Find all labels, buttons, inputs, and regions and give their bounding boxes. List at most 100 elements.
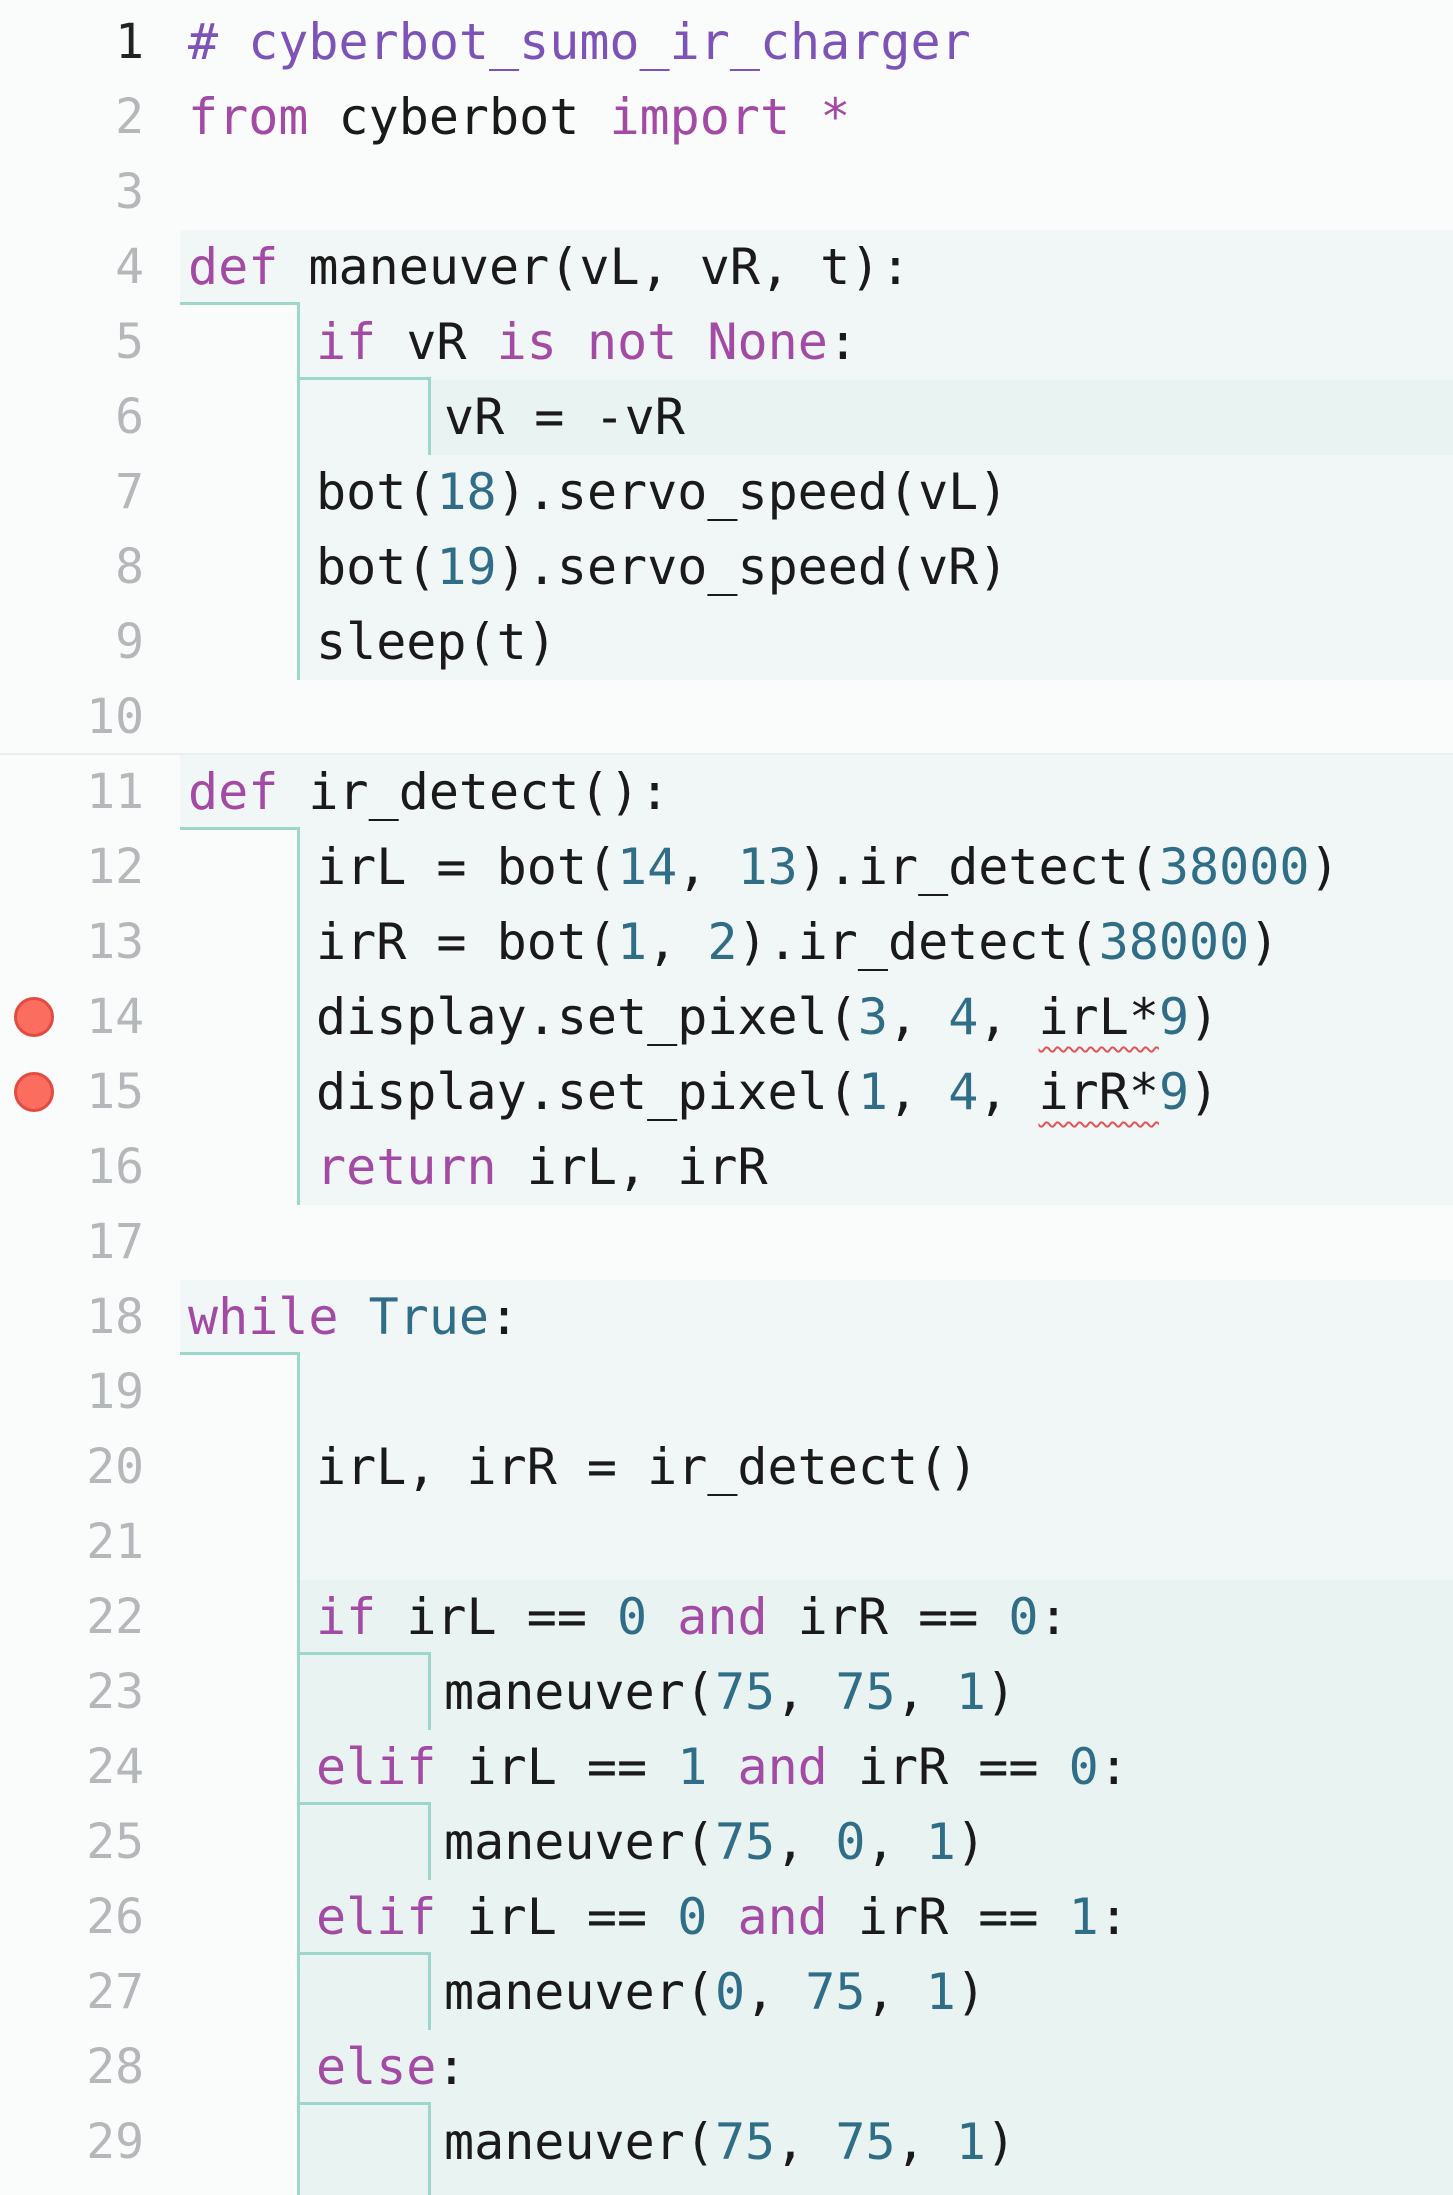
- line-number[interactable]: 13: [86, 914, 144, 970]
- line-number[interactable]: 4: [115, 239, 144, 295]
- line-number[interactable]: 10: [86, 689, 144, 745]
- line-number[interactable]: 1: [115, 14, 144, 70]
- line-number[interactable]: 6: [115, 389, 144, 445]
- code-text[interactable]: maneuver(75, 0, 1): [444, 1805, 986, 1880]
- keyword-token: not: [586, 313, 678, 371]
- code-line[interactable]: 7 bot(18).servo_speed(vL): [0, 455, 1453, 530]
- code-line[interactable]: 20 irL, irR = ir_detect(): [0, 1430, 1453, 1505]
- code-text[interactable]: return irL, irR: [316, 1130, 768, 1205]
- code-text[interactable]: def maneuver(vL, vR, t):: [188, 230, 910, 305]
- code-line[interactable]: 27 maneuver(0, 75, 1): [0, 1955, 1453, 2030]
- breakpoint-marker[interactable]: [14, 997, 54, 1037]
- line-number[interactable]: 24: [86, 1739, 144, 1795]
- line-number[interactable]: 25: [86, 1814, 144, 1870]
- code-line[interactable]: 6 vR = -vR: [0, 380, 1453, 455]
- line-number[interactable]: 8: [115, 539, 144, 595]
- code-line[interactable]: 22 if irL == 0 and irR == 0:: [0, 1580, 1453, 1655]
- code-text[interactable]: while True:: [188, 1280, 519, 1355]
- code-line[interactable]: 12 irL = bot(14, 13).ir_detect(38000): [0, 830, 1453, 905]
- code-text[interactable]: maneuver(0, 75, 1): [444, 1955, 986, 2030]
- code-text[interactable]: irL, irR = ir_detect(): [316, 1430, 978, 1505]
- code-line[interactable]: 2 from cyberbot import *: [0, 80, 1453, 155]
- code-line[interactable]: 4 def maneuver(vL, vR, t):: [0, 230, 1453, 305]
- code-text[interactable]: maneuver(75, 75, 1): [444, 1655, 1016, 1730]
- line-number[interactable]: 28: [86, 2039, 144, 2095]
- code-text[interactable]: else:: [316, 2030, 467, 2105]
- code-line[interactable]: 26 elif irL == 0 and irR == 1:: [0, 1880, 1453, 1955]
- number-token: 1: [857, 1063, 888, 1121]
- code-line[interactable]: 13 irR = bot(1, 2).ir_detect(38000): [0, 905, 1453, 980]
- line-number[interactable]: 11: [86, 764, 144, 820]
- line-number[interactable]: 15: [86, 1064, 144, 1120]
- line-number[interactable]: 12: [86, 839, 144, 895]
- code-text[interactable]: elif irL == 1 and irR == 0:: [316, 1730, 1129, 1805]
- number-token: 0: [835, 1813, 866, 1871]
- keyword-token: import: [609, 88, 791, 146]
- code-token: vR: [376, 313, 497, 371]
- code-text[interactable]: irL = bot(14, 13).ir_detect(38000): [316, 830, 1340, 905]
- code-text[interactable]: bot(19).servo_speed(vR): [316, 530, 1008, 605]
- line-number[interactable]: 22: [86, 1589, 144, 1645]
- code-line[interactable]: 11 def ir_detect():: [0, 755, 1453, 830]
- code-text[interactable]: elif irL == 0 and irR == 1:: [316, 1880, 1129, 1955]
- code-text[interactable]: if vR is not None:: [316, 305, 858, 380]
- code-line[interactable]: 5 if vR is not None:: [0, 305, 1453, 380]
- code-line[interactable]: 23 maneuver(75, 75, 1): [0, 1655, 1453, 1730]
- code-line[interactable]: 14 display.set_pixel(3, 4, irL*9): [0, 980, 1453, 1055]
- code-text[interactable]: if irL == 0 and irR == 0:: [316, 1580, 1069, 1655]
- code-line[interactable]: 24 elif irL == 1 and irR == 0:: [0, 1730, 1453, 1805]
- line-number[interactable]: 5: [115, 314, 144, 370]
- number-token: 0: [617, 1588, 648, 1646]
- line-number[interactable]: 20: [86, 1439, 144, 1495]
- number-token: 75: [805, 1963, 866, 2021]
- line-number[interactable]: 17: [86, 1214, 144, 1270]
- line-number[interactable]: 18: [86, 1289, 144, 1345]
- code-line[interactable]: 8 bot(19).servo_speed(vR): [0, 530, 1453, 605]
- code-line[interactable]: 21: [0, 1505, 1453, 1580]
- code-token: [677, 313, 707, 371]
- elif-branch-block: [428, 1955, 1453, 2030]
- line-number[interactable]: 16: [86, 1139, 144, 1195]
- code-line[interactable]: 10: [0, 680, 1453, 755]
- code-text[interactable]: display.set_pixel(3, 4, irL*9): [316, 980, 1219, 1055]
- code-line[interactable]: 29 maneuver(75, 75, 1): [0, 2105, 1453, 2180]
- code-text[interactable]: from cyberbot import *: [188, 80, 850, 155]
- line-number[interactable]: 14: [86, 989, 144, 1045]
- line-number[interactable]: 7: [115, 464, 144, 520]
- code-line[interactable]: 15 display.set_pixel(1, 4, irR*9): [0, 1055, 1453, 1130]
- code-line[interactable]: 9 sleep(t): [0, 605, 1453, 680]
- code-text[interactable]: display.set_pixel(1, 4, irR*9): [316, 1055, 1219, 1130]
- code-line[interactable]: 19: [0, 1355, 1453, 1430]
- number-token: 19: [436, 538, 497, 596]
- line-number[interactable]: 27: [86, 1964, 144, 2020]
- line-number[interactable]: 19: [86, 1364, 144, 1420]
- breakpoint-marker[interactable]: [14, 1072, 54, 1112]
- code-line[interactable]: 1 # cyberbot_sumo_ir_charger: [0, 5, 1453, 80]
- line-number[interactable]: 23: [86, 1664, 144, 1720]
- code-line[interactable]: 17: [0, 1205, 1453, 1280]
- line-number[interactable]: 3: [115, 164, 144, 220]
- code-token: irL, irR = ir_detect(): [316, 1438, 979, 1496]
- code-token: [707, 1888, 737, 1946]
- line-number[interactable]: 29: [86, 2114, 144, 2170]
- code-line[interactable]: 28 else:: [0, 2030, 1453, 2105]
- line-number[interactable]: 9: [115, 614, 144, 670]
- line-number[interactable]: 26: [86, 1889, 144, 1945]
- code-text[interactable]: vR = -vR: [444, 380, 685, 455]
- code-line[interactable]: 25 maneuver(75, 0, 1): [0, 1805, 1453, 1880]
- code-line[interactable]: 18 while True:: [0, 1280, 1453, 1355]
- code-text[interactable]: maneuver(75, 75, 1): [444, 2105, 1016, 2180]
- code-line[interactable]: 3: [0, 155, 1453, 230]
- line-number[interactable]: 21: [86, 1514, 144, 1570]
- line-number[interactable]: 2: [115, 89, 144, 145]
- code-text[interactable]: sleep(t): [316, 605, 557, 680]
- number-token: 75: [714, 1813, 776, 1871]
- code-text[interactable]: def ir_detect():: [188, 755, 670, 830]
- code-text[interactable]: bot(18).servo_speed(vL): [316, 455, 1008, 530]
- number-token: 0: [677, 1888, 708, 1946]
- code-text[interactable]: # cyberbot_sumo_ir_charger: [188, 5, 971, 80]
- code-line[interactable]: 16 return irL, irR: [0, 1130, 1453, 1205]
- number-token: 1: [1068, 1888, 1099, 1946]
- code-text[interactable]: irR = bot(1, 2).ir_detect(38000): [316, 905, 1279, 980]
